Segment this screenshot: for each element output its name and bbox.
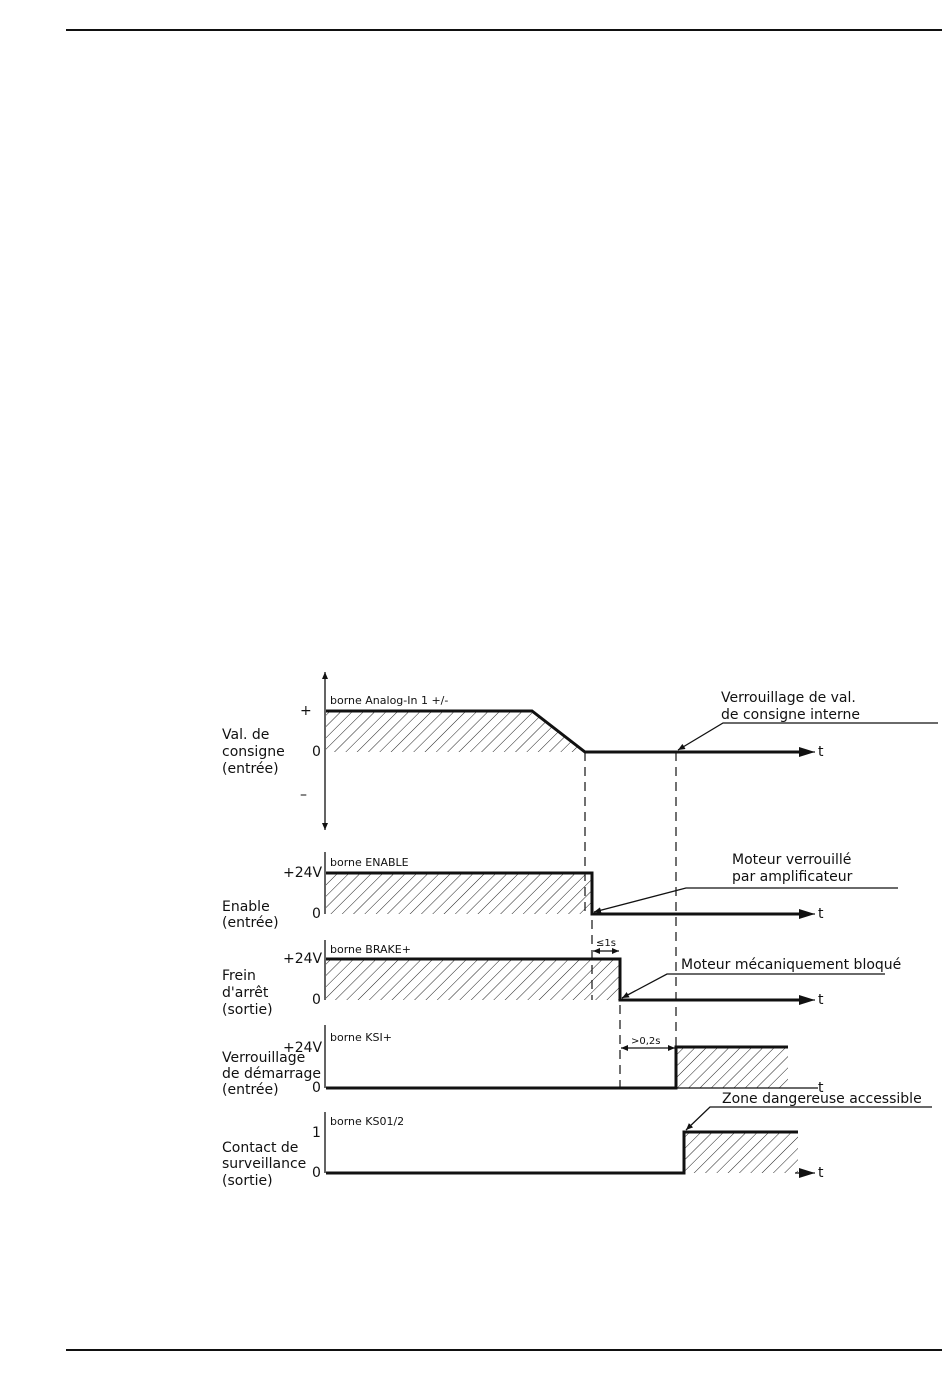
signal-label-line: d'arrêt [222,985,269,1001]
signal-label-line: (entrée) [222,761,279,777]
hatch-area [684,1132,798,1173]
level-label: 0 [312,744,321,760]
callout-text: de consigne interne [721,707,860,723]
callout-motor-lock: Moteur verrouillé par amplificateur [593,852,898,914]
callout-text: Verrouillage de val. [721,690,856,706]
signal-label-line: de démarrage [222,1066,321,1082]
callout-leader [621,973,885,999]
callout-setpoint-lock: Verrouillage de val. de consigne interne [677,690,938,751]
hatch-area [326,959,620,1000]
signal-ksi: Verrouillage de démarrage (entrée) +24V … [222,1025,824,1098]
signal-label-line: (sortie) [222,1173,273,1189]
signal-label-line: Frein [222,968,256,984]
hatch-area [326,711,585,752]
callout-text: Zone dangereuse accessible [722,1091,922,1107]
level-label: +24V [283,865,323,881]
time-axis-label: t [818,992,824,1008]
hatch-area [326,873,592,914]
time-axis-label: t [818,1165,824,1181]
signal-trace [326,709,800,754]
terminal-label: borne Analog-In 1 +/- [330,694,448,707]
callout-leader [685,1106,932,1131]
callout-leader [677,722,938,751]
signal-trace [326,1045,788,1090]
signal-label-line: Contact de [222,1140,298,1156]
restart-delay-label: >0,2s [631,1036,661,1047]
terminal-label: borne KSI+ [330,1031,392,1044]
signal-label-line: surveillance [222,1156,306,1172]
signal-ks: Contact de surveillance (sortie) 1 0 bor… [222,1112,824,1189]
signal-label-line: Val. de [222,727,269,743]
signal-trace [326,1130,798,1175]
signal-label-line: (entrée) [222,1082,279,1098]
terminal-label: borne BRAKE+ [330,943,411,956]
terminal-label: borne ENABLE [330,856,409,869]
hatch-area [676,1047,788,1088]
signal-label-line: Enable [222,899,270,915]
time-axis-label: t [818,1080,824,1096]
level-label: 0 [312,992,321,1008]
level-label: 1 [312,1125,321,1141]
callout-motor-blocked: Moteur mécaniquement bloqué [621,957,901,999]
signal-setpoint: Val. de consigne (entrée) + 0 – borne An… [222,672,824,830]
signal-enable: Enable (entrée) +24V 0 borne ENABLE t [222,852,824,931]
level-label: 0 [312,1080,321,1096]
callout-leader [593,887,898,914]
signal-trace [326,957,800,1002]
signal-label-line: (entrée) [222,915,279,931]
level-label: + [300,703,312,719]
terminal-label: borne KS01/2 [330,1115,404,1128]
brake-delay-label: ≤1s [596,938,616,949]
signal-label-line: Verrouillage [222,1050,305,1066]
signal-trace [326,871,800,916]
level-label: 0 [312,1165,321,1181]
time-axis-label: t [818,744,824,760]
signal-brake: Frein d'arrêt (sortie) +24V 0 borne BRAK… [222,938,824,1018]
callout-danger-zone: Zone dangereuse accessible [685,1091,932,1131]
signal-label-line: (sortie) [222,1002,273,1018]
level-label: – [300,787,307,803]
callout-text: par amplificateur [732,869,853,885]
level-label: 0 [312,906,321,922]
callout-text: Moteur verrouillé [732,852,851,868]
level-label: +24V [283,1040,323,1056]
time-axis-label: t [818,906,824,922]
level-label: +24V [283,951,323,967]
callout-text: Moteur mécaniquement bloqué [681,957,901,973]
signal-label-line: consigne [222,744,285,760]
